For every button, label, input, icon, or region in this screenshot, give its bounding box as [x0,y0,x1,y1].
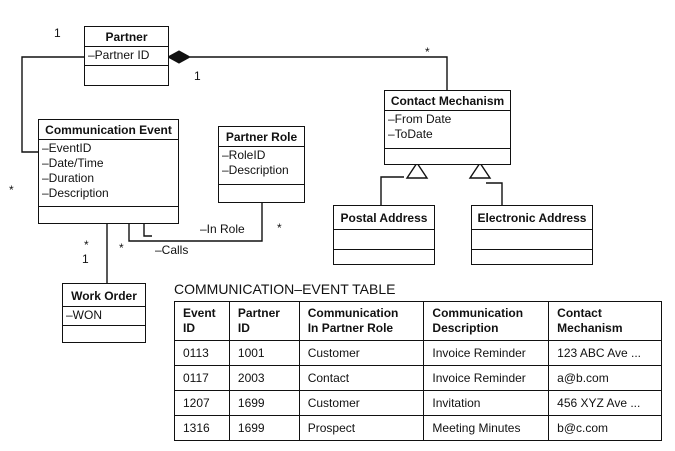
contact-multiplicity: * [425,45,430,59]
work-order-multiplicity-star: * [84,238,89,252]
header-communication-role-line2: In Partner Role [307,321,394,335]
partner-role-attributes: –RoleID –Description [219,147,304,185]
partner-attr-partner-id: –Partner ID [88,48,150,62]
partner-class-name: Partner [85,27,168,47]
header-contact-mechanism-line2: Mechanism [557,321,623,335]
table-cell: Invitation [423,390,550,416]
composition-diamond [166,50,192,64]
table-cell: Customer [298,390,425,416]
partner-class: Partner –Partner ID [84,26,169,86]
table-cell: Invoice Reminder [423,340,550,366]
table-cell: 1207 [174,390,230,416]
header-contact-mechanism-line1: Contact [557,306,602,320]
table-cell: 456 XYZ Ave ... [548,390,662,416]
in-role-label: –In Role [200,222,245,236]
header-communication-role-line1: Communication [307,306,399,320]
contact-attr-from-date: –From Date [388,112,452,126]
partner-class-attributes: –Partner ID [85,47,168,66]
postal-generalization-line [380,176,404,205]
role-attr-description: –Description [222,163,289,177]
table-cell: Invoice Reminder [423,365,550,391]
electronic-address-class: Electronic Address [471,205,593,265]
table-cell: 0117 [174,365,230,391]
communication-event-attributes: –EventID –Date/Time –Duration –Descripti… [39,140,178,207]
table-row: 0117 2003 Contact Invoice Reminder a@b.c… [174,365,662,391]
electronic-address-attributes [472,230,592,250]
comm-attr-description: –Description [42,186,109,200]
electronic-generalization-line [486,182,503,205]
table-cell: a@b.com [548,365,662,391]
calls-line [143,224,152,237]
header-communication-description-line1: Communication [432,306,524,320]
work-order-attr-won: –WON [66,308,102,322]
header-communication-description-line2: Description [432,321,499,335]
table-cell: 1316 [174,415,230,441]
communication-event-class-name: Communication Event [39,120,178,140]
partner-multiplicity-top: 1 [54,26,61,40]
comm-attr-event-id: –EventID [42,141,92,155]
header-event-id-line2: ID [183,321,195,335]
table-cell: 1699 [228,390,300,416]
work-order-class-name: Work Order [63,284,145,307]
calls-multiplicity: * [119,241,124,255]
table-cell: b@c.com [548,415,662,441]
partner-role-class: Partner Role –RoleID –Description [218,126,305,203]
header-event-id-line1: Event [183,306,216,320]
table-cell: Contact [298,365,425,391]
work-order-multiplicity-one: 1 [82,252,89,266]
work-order-attributes: –WON [63,307,145,326]
postal-address-class: Postal Address [333,205,435,265]
partner-to-contact-line [190,56,448,90]
calls-label: –Calls [155,243,189,257]
table-cell: 1699 [228,415,300,441]
contact-mechanism-attributes: –From Date –ToDate [385,111,510,149]
postal-address-class-name: Postal Address [334,206,434,230]
header-partner-id-line2: ID [237,321,250,335]
table-cell: 0113 [174,340,230,366]
work-order-class: Work Order –WON [62,283,146,343]
role-attr-role-id: –RoleID [222,148,266,162]
table-cell: 1001 [228,340,300,366]
comm-attr-duration: –Duration [42,171,95,185]
postal-generalization-triangle [405,161,429,179]
table-cell: 123 ABC Ave ... [548,340,662,366]
in-role-line [128,203,263,242]
table-row: 1207 1699 Customer Invitation 456 XYZ Av… [174,390,662,416]
table-row: 1316 1699 Prospect Meeting Minutes b@c.c… [174,415,662,441]
partner-to-comm-event-line [21,56,84,153]
table-cell: 2003 [228,365,300,391]
table-cell: Prospect [298,415,425,441]
electronic-address-class-name: Electronic Address [472,206,592,230]
electronic-generalization-triangle [468,161,492,179]
partner-role-multiplicity: * [277,221,282,235]
communication-event-class: Communication Event –EventID –Date/Time … [38,119,179,224]
contact-attr-to-date: –ToDate [388,127,433,141]
header-partner-id-line1: Partner [237,306,280,320]
partner-multiplicity-right: 1 [194,69,201,83]
table-cell: Customer [298,340,425,366]
table-title: COMMUNICATION–EVENT TABLE [174,281,396,297]
postal-address-attributes [334,230,434,250]
partner-role-class-name: Partner Role [219,127,304,147]
table-cell: Meeting Minutes [423,415,550,441]
comm-event-multiplicity-left: * [9,183,14,197]
comm-attr-date-time: –Date/Time [42,156,104,170]
table-row: 0113 1001 Customer Invoice Reminder 123 … [174,340,662,366]
contact-mechanism-class: Contact Mechanism –From Date –ToDate [384,90,511,165]
contact-mechanism-class-name: Contact Mechanism [385,91,510,111]
